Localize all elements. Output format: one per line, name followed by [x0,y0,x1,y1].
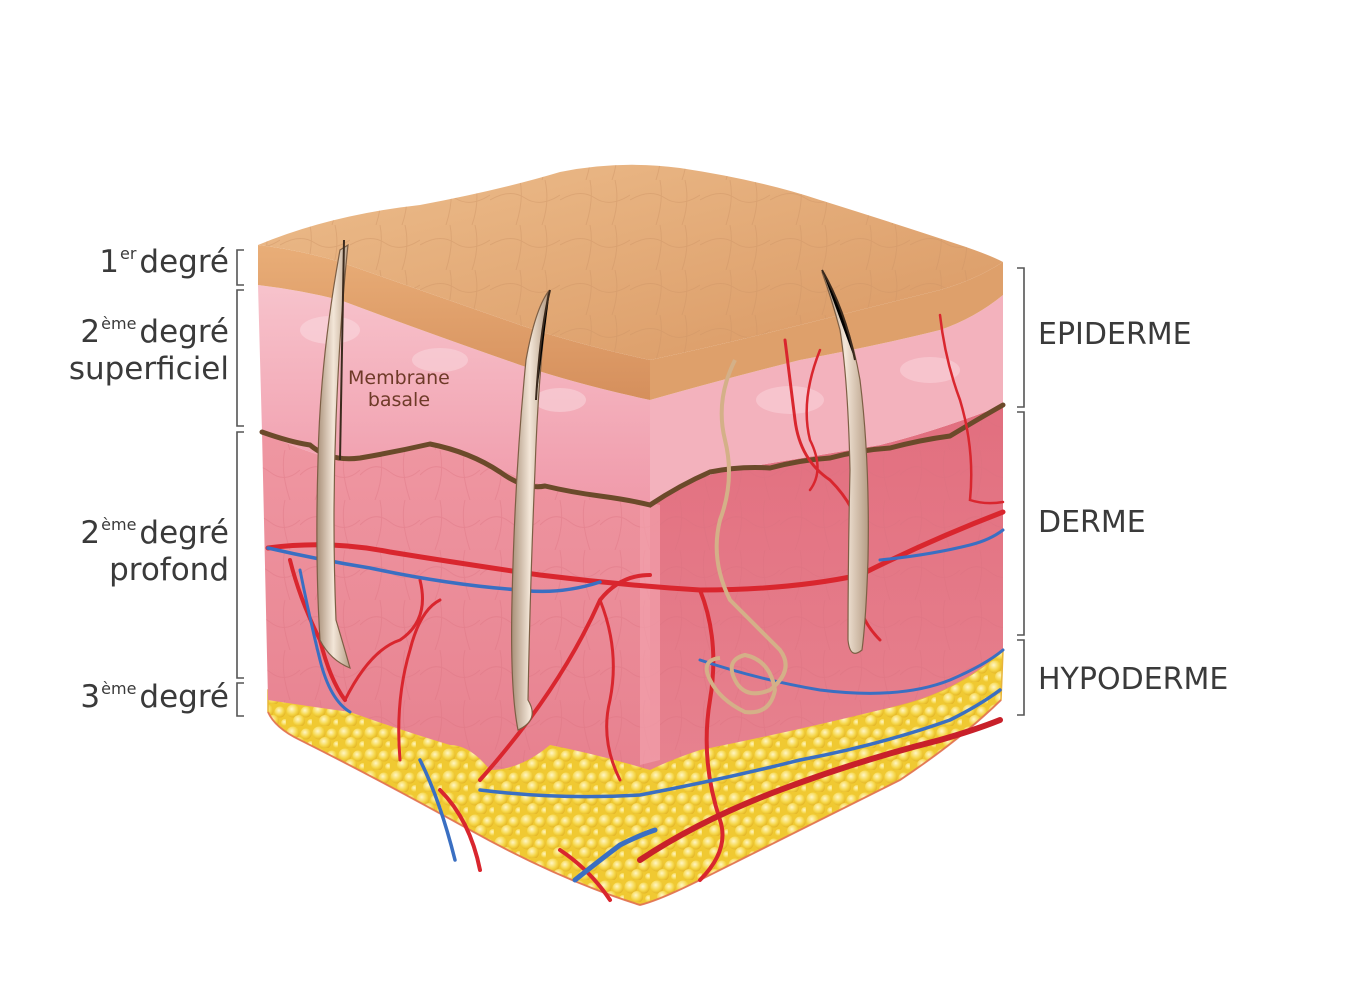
label-second-degree-superficial: 2èmedegré superficiel [69,314,229,388]
bracket-hypoderme [1017,639,1025,716]
membrane-line1: Membrane [348,367,450,389]
label-membrane-basale: Membrane basale [348,367,450,412]
hair-follicles [316,239,869,731]
bracket-first-degree [236,249,244,286]
first-degree-number: 1 [99,244,119,280]
second-superficial-line2: superficiel [68,351,229,388]
third-degree-superscript: ème [101,679,137,698]
right-brackets [1017,267,1025,716]
label-derme: DERME [1038,505,1146,540]
second-superficial-text: degré [139,314,229,350]
label-third-degree: 3èmedegré [80,679,229,716]
epidermis-layer [258,285,1003,505]
first-degree-text: degré [139,244,229,280]
label-epiderme: EPIDERME [1038,317,1192,352]
membrane-line2: basale [367,388,431,411]
second-deep-number: 2 [80,515,101,551]
second-deep-text: degré [139,515,229,551]
left-brackets [236,249,244,717]
basement-membrane-line [259,402,1006,508]
second-superficial-number: 2 [80,314,101,350]
first-degree-superscript: er [120,244,137,263]
second-deep-line2: profond [109,552,229,589]
third-degree-text: degré [139,679,229,715]
sweat-gland-duct [704,359,788,715]
label-second-degree-deep: 2èmedegré profond [80,515,229,589]
bracket-third-degree [236,682,244,717]
bracket-second-deep [236,431,244,679]
third-degree-number: 3 [80,679,101,715]
label-first-degree: 1erdegré [99,244,229,281]
second-deep-superscript: ème [101,515,137,534]
bracket-epiderme [1017,267,1025,408]
bracket-derme [1017,411,1025,636]
skin-surface [258,164,1003,400]
blood-vessels [265,313,1006,902]
label-hypoderme: HYPODERME [1038,662,1229,697]
bracket-second-superficial [236,289,244,427]
second-superficial-superscript: ème [101,314,137,333]
